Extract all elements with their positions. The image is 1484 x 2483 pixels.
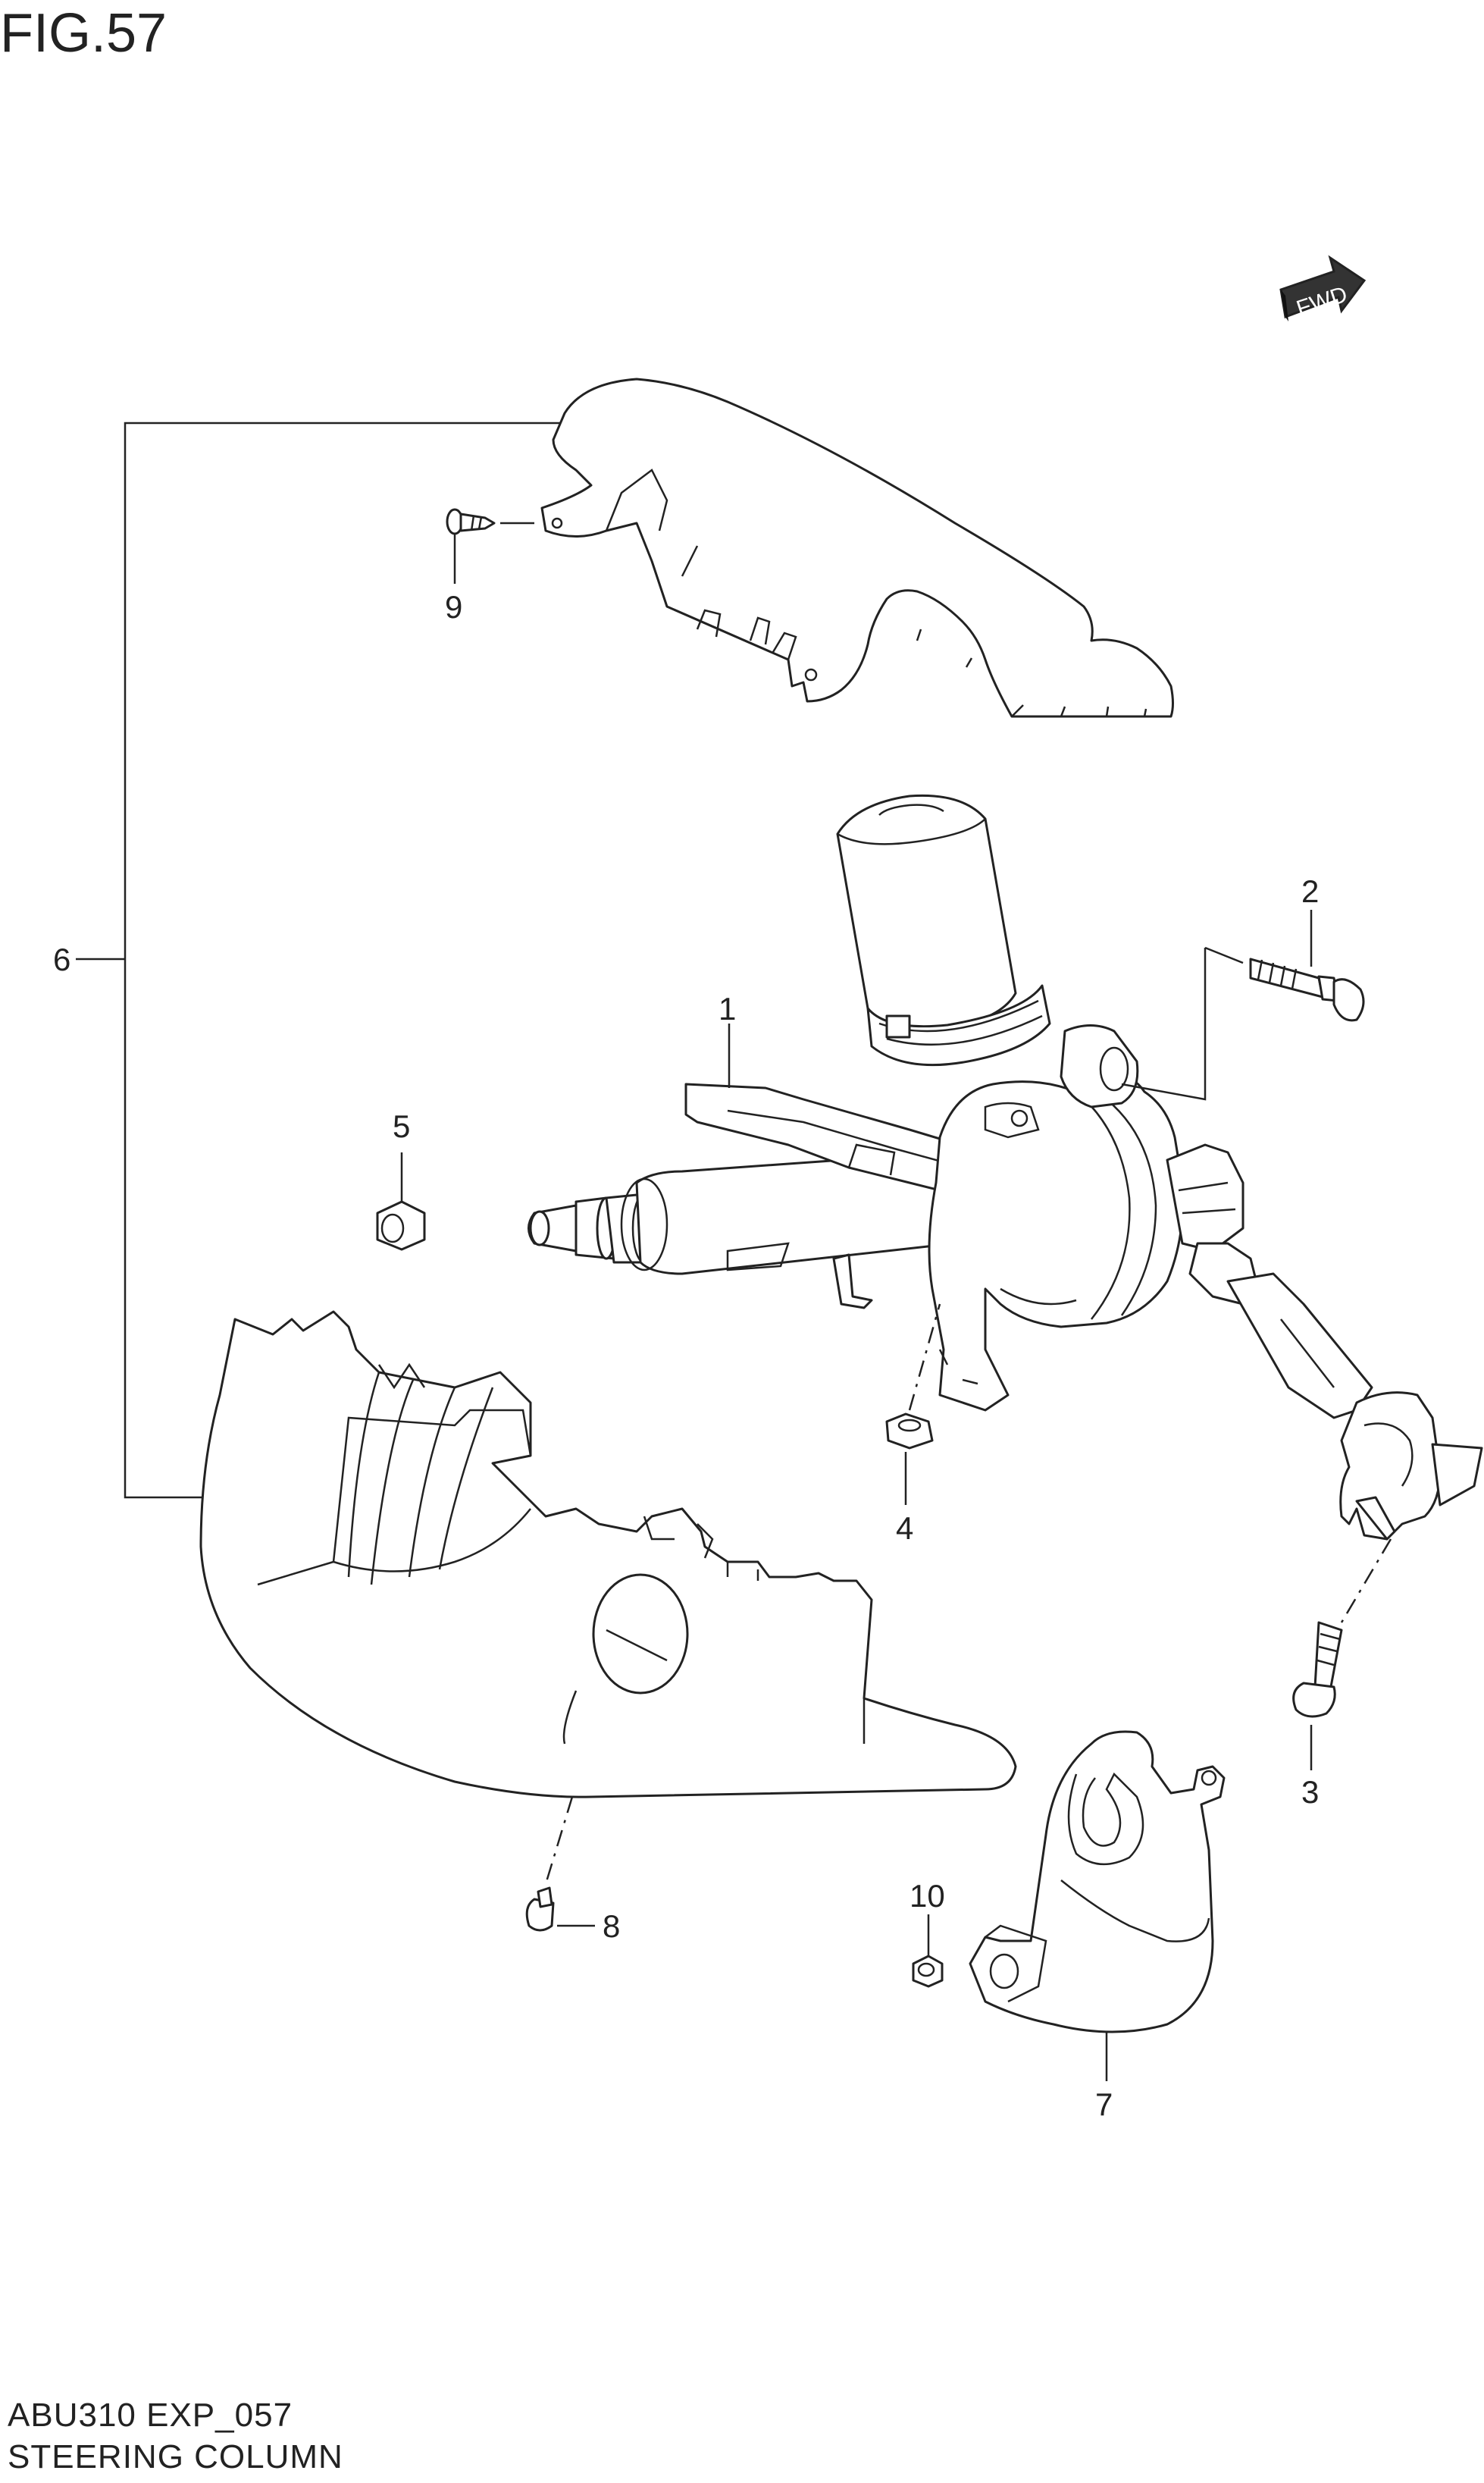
nut-4-icon xyxy=(885,1303,941,1505)
callout-10: 10 xyxy=(909,1878,945,1914)
steering-column xyxy=(528,1024,1483,1541)
steering-motor xyxy=(836,794,1051,1067)
callout-9: 9 xyxy=(445,589,462,625)
callout-4: 4 xyxy=(896,1510,913,1546)
callout-7: 7 xyxy=(1095,2086,1113,2122)
figure-name: STEERING COLUMN xyxy=(8,2438,343,2475)
callout-3: 3 xyxy=(1301,1774,1319,1810)
assembly-bracket-6 xyxy=(76,422,572,1499)
figure-code: ABU310 EXP_057 xyxy=(8,2397,293,2434)
screw-8-icon xyxy=(525,1796,595,1932)
callout-1: 1 xyxy=(719,991,736,1027)
bolt-2-icon xyxy=(1121,910,1365,1101)
upper-column-cover xyxy=(540,378,1174,718)
screw-9-icon xyxy=(446,508,534,584)
callout-8: 8 xyxy=(603,1908,620,1944)
lower-column-cover xyxy=(199,1310,1017,1798)
shroud-cover-7 xyxy=(969,1730,1226,2081)
bolt-3-icon xyxy=(1292,1538,1392,1770)
fwd-arrow-icon: FWD xyxy=(1279,255,1367,321)
figure-title: FIG.57 xyxy=(0,3,167,64)
nut-10-icon xyxy=(912,1914,944,1988)
nut-5-icon xyxy=(376,1152,426,1251)
callout-2: 2 xyxy=(1301,873,1319,909)
callout-5: 5 xyxy=(393,1108,410,1144)
callout-6: 6 xyxy=(53,942,70,977)
